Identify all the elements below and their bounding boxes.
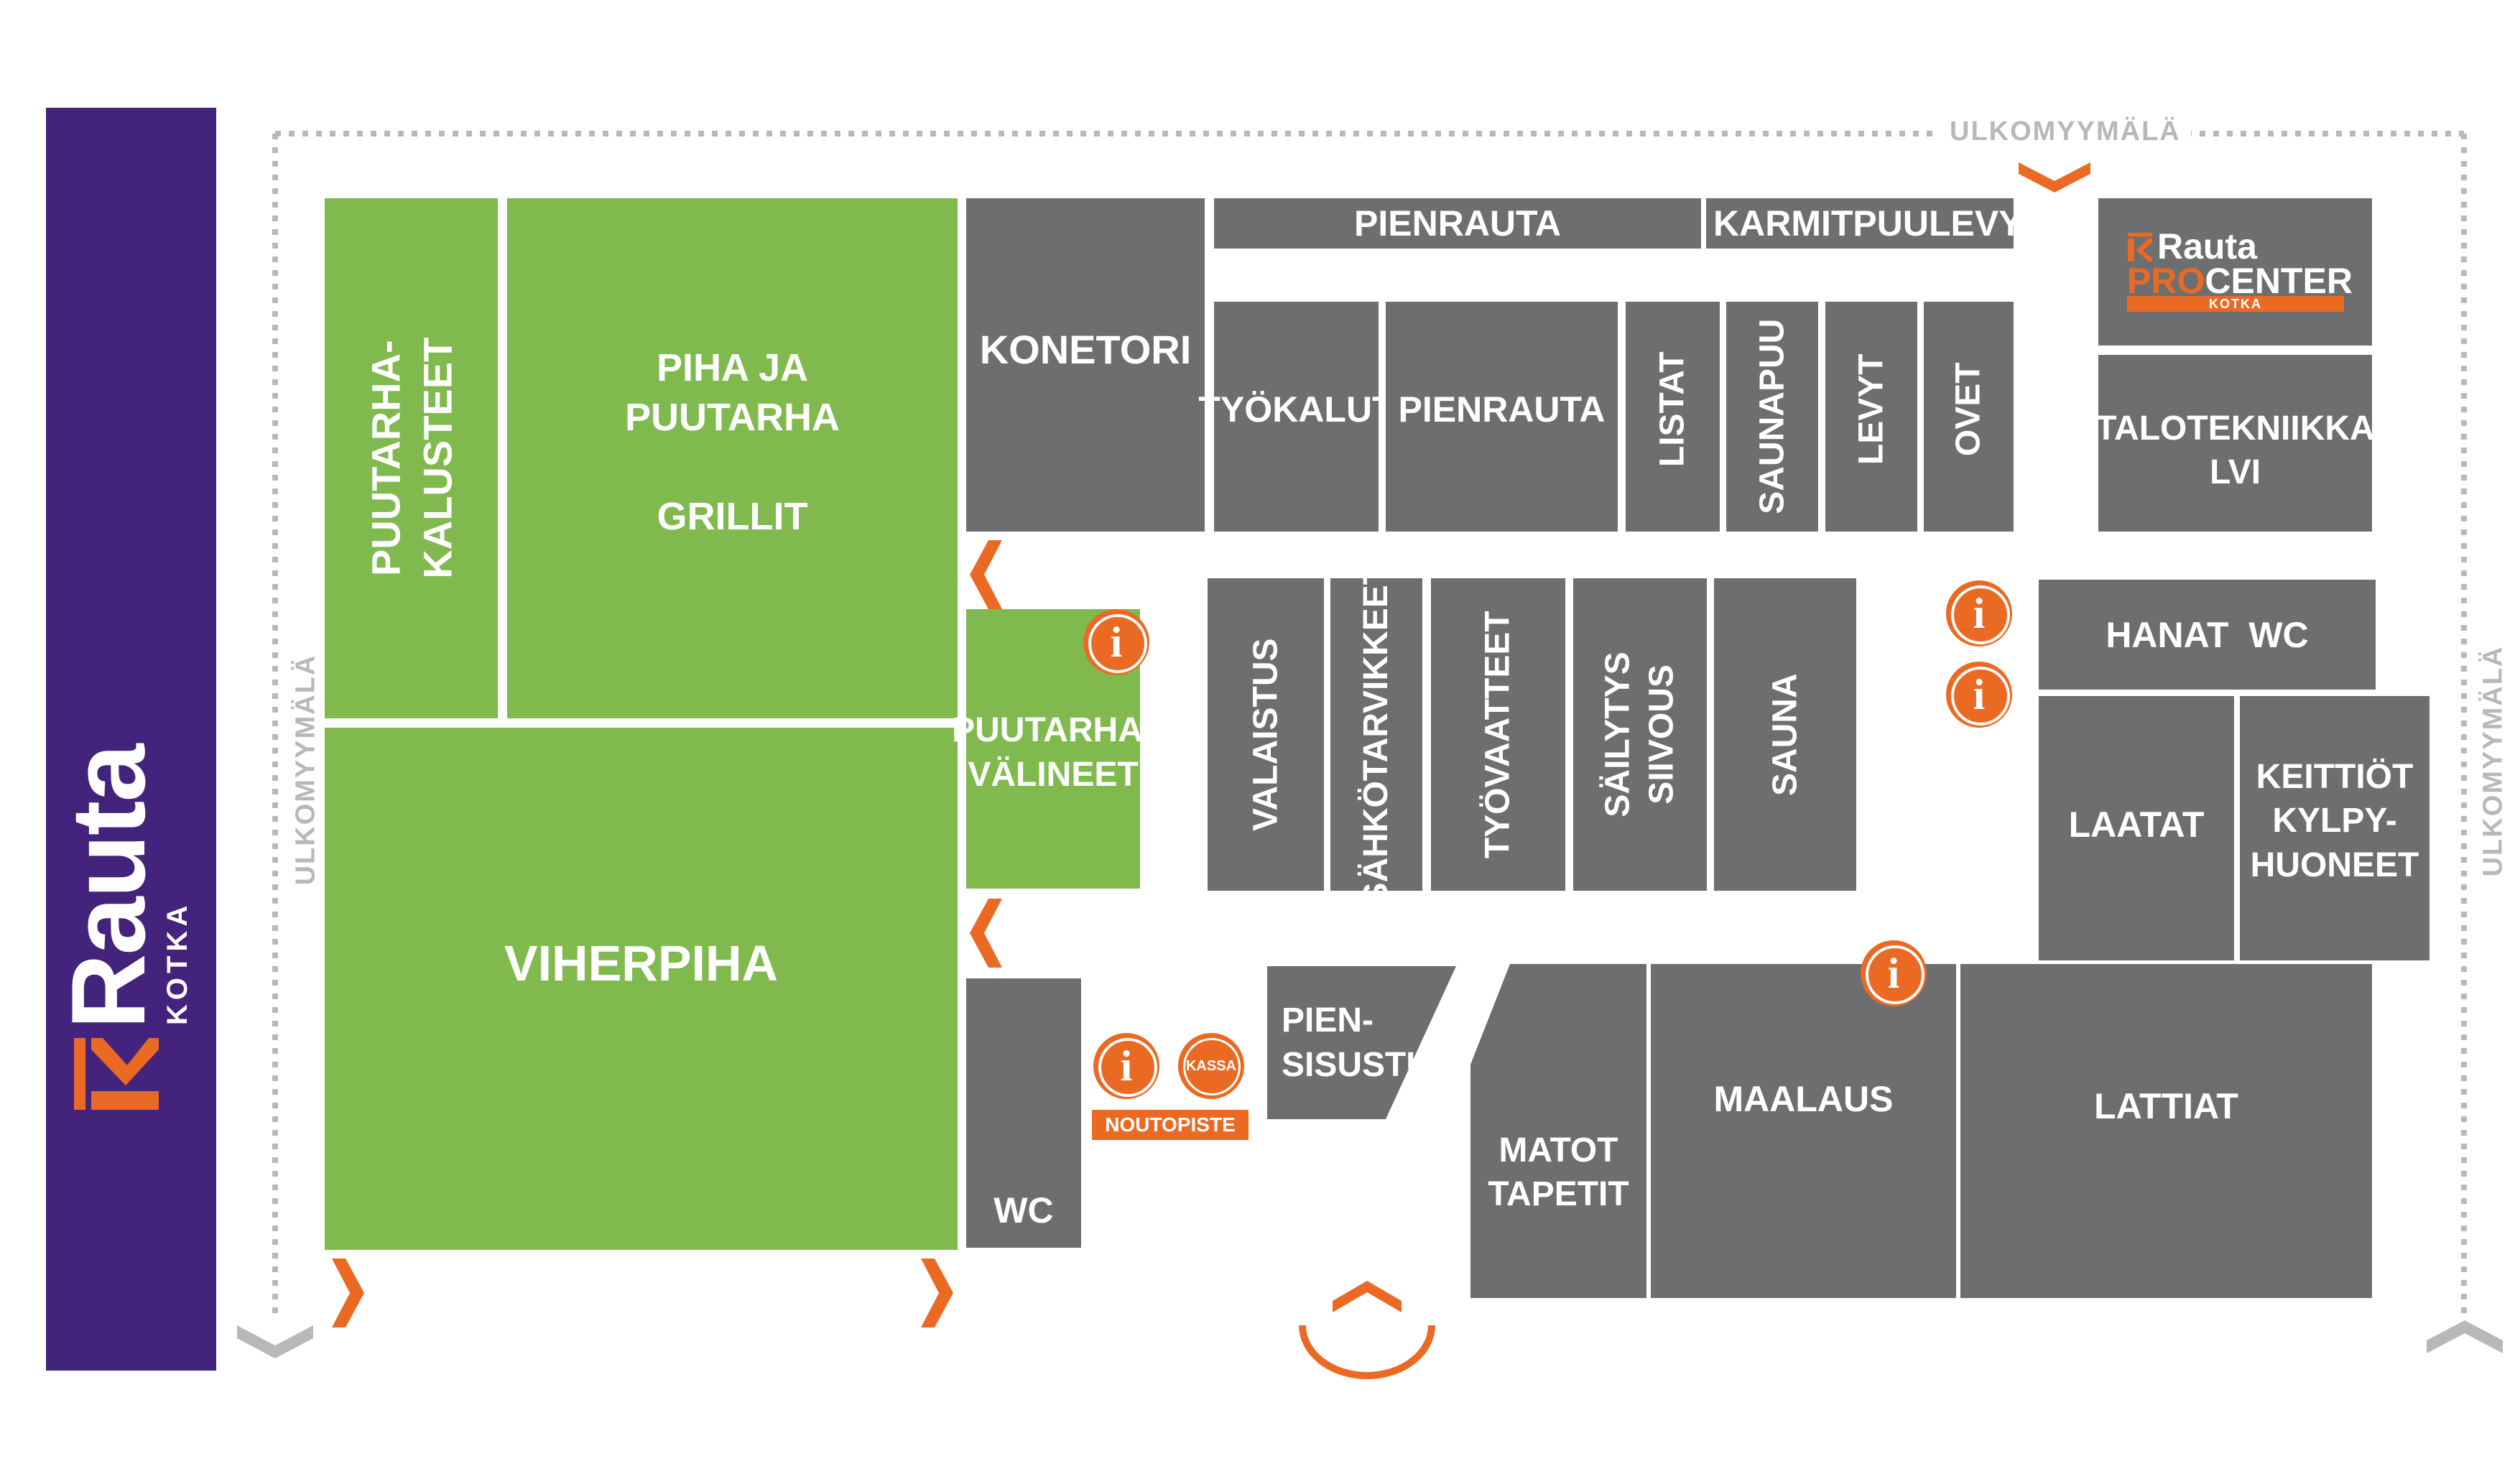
info-icon — [1951, 585, 2010, 644]
dept-puutarhavalineet[interactable]: PUUTARHA- VÄLINEET — [952, 609, 1154, 889]
info-icon — [1098, 1038, 1157, 1097]
dept-karmit-puulevyt[interactable]: KARMIT PUULEVYT — [1706, 198, 2044, 249]
dept-talotekniikka[interactable]: TALOTEKNIIKKA LVI — [2095, 355, 2375, 532]
dept-matot-tapetit[interactable]: MATOT TAPETIT — [1488, 1131, 1629, 1213]
dept-maalaus[interactable]: MAALAUS — [1651, 964, 1956, 1298]
dept-piensisustus[interactable]: PIEN- SISUSTUS — [1282, 1001, 1455, 1084]
dept-saunapuu[interactable]: SAUNAPUU — [1726, 302, 1818, 532]
info-icon — [1088, 614, 1147, 673]
dept-wc[interactable]: WC — [966, 978, 1081, 1248]
dept-keittiot-kylpyhuoneet[interactable]: KEITTIÖT KYLPY- HUONEET — [2240, 696, 2429, 960]
dept-lattiat[interactable]: LATTIAT — [1960, 964, 2372, 1298]
dept-konetori[interactable]: KONETORI — [966, 198, 1205, 532]
procenter-brand: Rauta — [2157, 226, 2257, 267]
dept-pienrauta[interactable]: PIENRAUTA — [1386, 302, 1618, 532]
chevron-right-icon — [332, 1259, 364, 1327]
chevron-left-icon — [970, 540, 1002, 609]
kassa-label: KASSA — [1185, 1057, 1236, 1074]
info-point-maalaus[interactable]: i — [1861, 940, 1927, 1006]
dept-piensisustus-shape[interactable] — [1267, 966, 1456, 1119]
dept-matot-tapetit-shape[interactable] — [1470, 964, 1646, 1298]
dept-karmit[interactable]: KARMIT — [1713, 203, 1853, 244]
info-point-noutopiste[interactable]: i — [1093, 1033, 1159, 1099]
entrance-icon[interactable] — [1297, 1275, 1437, 1383]
procenter-location: KOTKA — [2209, 297, 2262, 311]
dept-tyovaatteet[interactable]: TYÖVAATTEET — [1431, 578, 1565, 891]
brand-logo: Rauta KOTKA — [50, 492, 193, 1110]
dept-piha-ja-puutarha[interactable]: PIHA JA PUUTARHA GRILLIT — [507, 198, 958, 718]
chevron-down-icon — [237, 1325, 313, 1358]
info-point-hanat-lower[interactable]: i — [1946, 662, 2012, 728]
procenter-bar — [2127, 296, 2344, 312]
dept-puulevyt[interactable]: PUULEVYT — [1853, 203, 2045, 244]
dept-sahkotarvikkeet[interactable]: SÄHKÖTARVIKKEET — [1330, 564, 1422, 905]
outdoor-label-top: ULKOMYYMÄLÄ — [1940, 116, 2191, 147]
chevron-left-icon — [970, 899, 1002, 968]
info-point-hanat-upper[interactable]: i — [1946, 580, 2012, 647]
kassa-ring — [1183, 1038, 1241, 1095]
dept-pienrauta-top[interactable]: PIENRAUTA — [1214, 198, 1701, 249]
dept-listat[interactable]: LISTAT — [1626, 302, 1720, 532]
procenter-box[interactable]: Rauta PROCENTER KOTKA — [2098, 198, 2372, 346]
dept-tyokalut[interactable]: TYÖKALUT — [1198, 302, 1394, 532]
dept-ovet[interactable]: OVET — [1924, 302, 2014, 532]
procenter-wordmark: PROCENTER — [2127, 261, 2353, 301]
noutopiste-label[interactable]: NOUTOPISTE — [1092, 1110, 1249, 1140]
dept-sauna[interactable]: SAUNA — [1714, 578, 1856, 891]
chevron-up-icon — [2427, 1320, 2503, 1353]
chevron-down-icon — [2019, 162, 2090, 193]
procenter-pro: PRO — [2127, 261, 2205, 301]
info-point-puutarhavalineet[interactable]: i — [1083, 609, 1149, 675]
dept-viherpiha[interactable]: VIHERPIHA — [325, 728, 958, 1250]
dept-sailytys-siivous[interactable]: SÄILYTYS SIIVOUS — [1573, 578, 1707, 891]
info-icon — [1866, 945, 1924, 1004]
dept-hanat-wc[interactable]: HANAT WC — [2039, 580, 2376, 690]
dept-puutarhakalusteet[interactable]: PUUTARHA- KALUSTEET — [325, 198, 498, 718]
outdoor-label-right: ULKOMYYMÄLÄ — [2478, 638, 2509, 884]
k-logo-icon — [74, 1038, 159, 1110]
chevron-right-icon — [921, 1259, 953, 1327]
brand-banner: Rauta KOTKA — [46, 108, 216, 1371]
k-logo-icon — [2128, 233, 2152, 261]
dept-levyt[interactable]: LEVYT — [1825, 302, 1917, 532]
info-icon — [1951, 667, 2010, 726]
kassa-point[interactable]: KASSA — [1178, 1033, 1244, 1099]
procenter-center: CENTER — [2205, 261, 2353, 301]
dept-valaistus[interactable]: VALAISTUS — [1208, 578, 1324, 891]
outdoor-label-left: ULKOMYYMÄLÄ — [290, 647, 322, 893]
dept-laatat[interactable]: LAATAT — [2039, 696, 2234, 960]
